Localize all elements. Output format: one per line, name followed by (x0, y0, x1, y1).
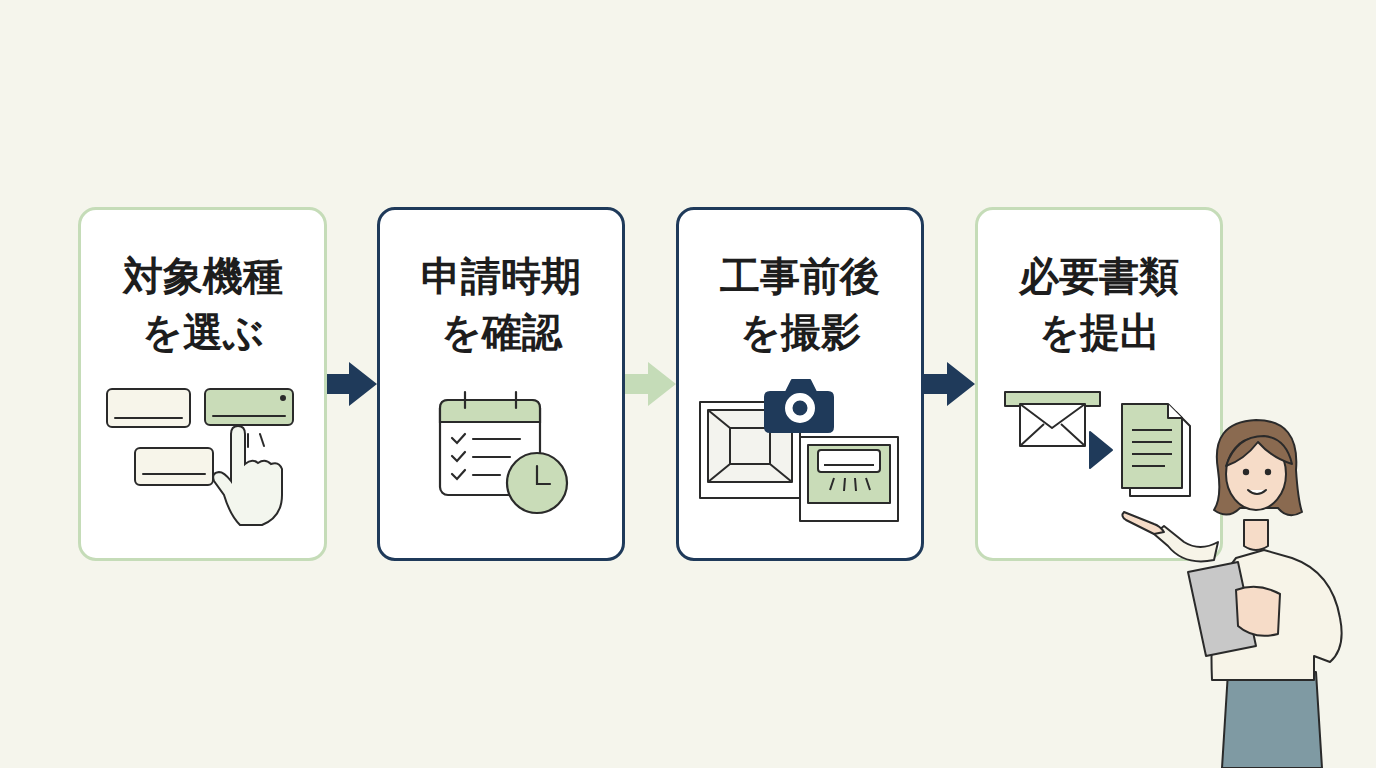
step-title: 必要書類 を提出 (1004, 248, 1194, 360)
step-title: 申請時期 を確認 (406, 248, 596, 360)
step-box: 工事前後 を撮影 (676, 207, 924, 561)
document-icons (1005, 392, 1190, 496)
step-box: 対象機種 を選ぶ (78, 207, 327, 561)
flow-arrow (625, 362, 676, 406)
step-title: 対象機種 を選ぶ (108, 248, 298, 360)
presenter-figure (1122, 420, 1341, 768)
step-box: 申請時期 を確認 (377, 207, 625, 561)
step-title: 工事前後 を撮影 (705, 248, 895, 360)
calendar-icon (440, 392, 567, 513)
step-box: 必要書類 を提出 (975, 207, 1223, 561)
flow-arrow (924, 362, 975, 406)
air-conditioner-icons (107, 389, 293, 525)
photo-icons (700, 380, 898, 521)
flow-arrow (327, 362, 377, 406)
